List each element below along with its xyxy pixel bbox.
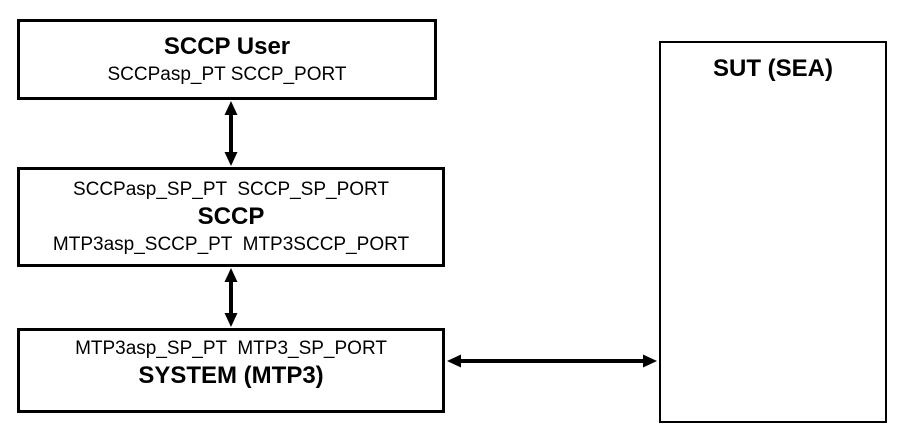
sccp-top-ports: SCCPasp_SP_PT SCCP_SP_PORT — [72, 179, 390, 200]
system-mtp3-ports: MTP3asp_SP_PT MTP3_SP_PORT — [75, 338, 387, 359]
sccp-user-box: SCCP User SCCPasp_PT SCCP_PORT — [17, 19, 437, 100]
system-mtp3-title: SYSTEM (MTP3) — [138, 362, 324, 389]
sut-title: SUT (SEA) — [713, 55, 833, 82]
sccp-box: SCCPasp_SP_PT SCCP_SP_PORT SCCP MTP3asp_… — [17, 167, 445, 267]
sccp-user-ports: SCCPasp_PT SCCP_PORT — [107, 64, 347, 85]
sccp-bottom-ports: MTP3asp_SCCP_PT MTP3SCCP_PORT — [52, 234, 410, 255]
arrow-sccp-to-system-mtp3-icon — [224, 268, 238, 327]
sccp-title: SCCP — [197, 203, 265, 230]
sut-box: SUT (SEA) — [659, 41, 887, 423]
system-mtp3-box: MTP3asp_SP_PT MTP3_SP_PORT SYSTEM (MTP3) — [17, 328, 445, 413]
arrow-system-mtp3-to-sut-icon — [447, 354, 657, 368]
sccp-user-title: SCCP User — [163, 33, 291, 60]
arrow-sccp-user-to-sccp-icon — [224, 101, 238, 166]
